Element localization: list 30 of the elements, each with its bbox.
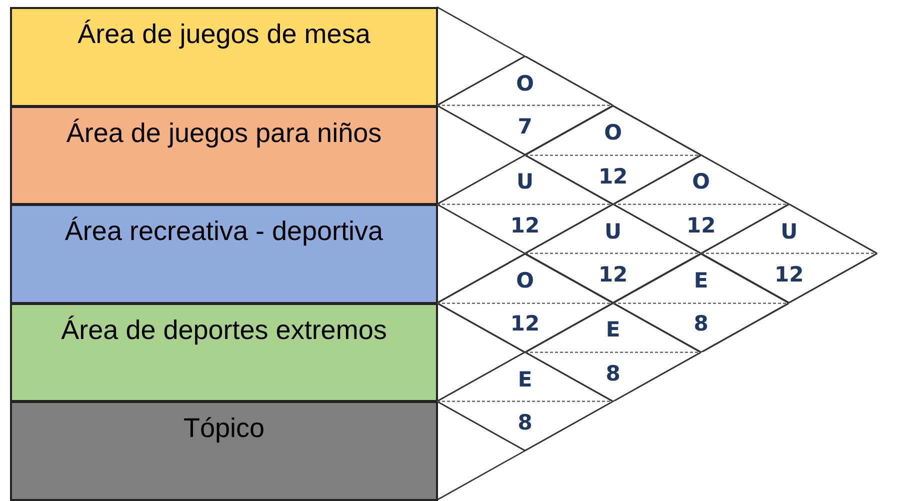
reason-number: 8 — [606, 363, 620, 384]
area-name: Área recreativa - deportiva — [64, 216, 384, 248]
closeness-code: E — [518, 369, 532, 390]
area-row — [10, 204, 438, 304]
area-name: Tópico — [182, 413, 266, 444]
reason-number: 8 — [518, 412, 532, 434]
area-row — [10, 7, 438, 107]
reason-number: 8 — [694, 314, 708, 335]
reason-number: 12 — [510, 215, 540, 236]
closeness-code: U — [780, 221, 798, 242]
reason-number: 12 — [598, 166, 628, 188]
area-row — [10, 401, 438, 501]
reason-number: 12 — [774, 264, 804, 286]
closeness-code: O — [692, 172, 710, 193]
closeness-code: E — [694, 270, 708, 292]
closeness-code: E — [606, 320, 620, 341]
closeness-code: O — [516, 73, 534, 94]
closeness-code: O — [516, 270, 534, 292]
area-name: Área de juegos para niños — [65, 118, 383, 149]
reason-number: 12 — [598, 264, 628, 286]
reason-number: 12 — [686, 215, 716, 236]
area-row — [10, 106, 438, 206]
closeness-code: U — [516, 172, 534, 193]
reason-number: 7 — [518, 116, 532, 138]
area-name: Área de deportes extremos — [60, 314, 388, 346]
closeness-code: O — [604, 122, 622, 144]
area-name: Área de juegos de mesa — [76, 19, 372, 50]
closeness-code: U — [604, 221, 622, 242]
area-row — [10, 302, 438, 402]
reason-number: 12 — [510, 314, 540, 335]
